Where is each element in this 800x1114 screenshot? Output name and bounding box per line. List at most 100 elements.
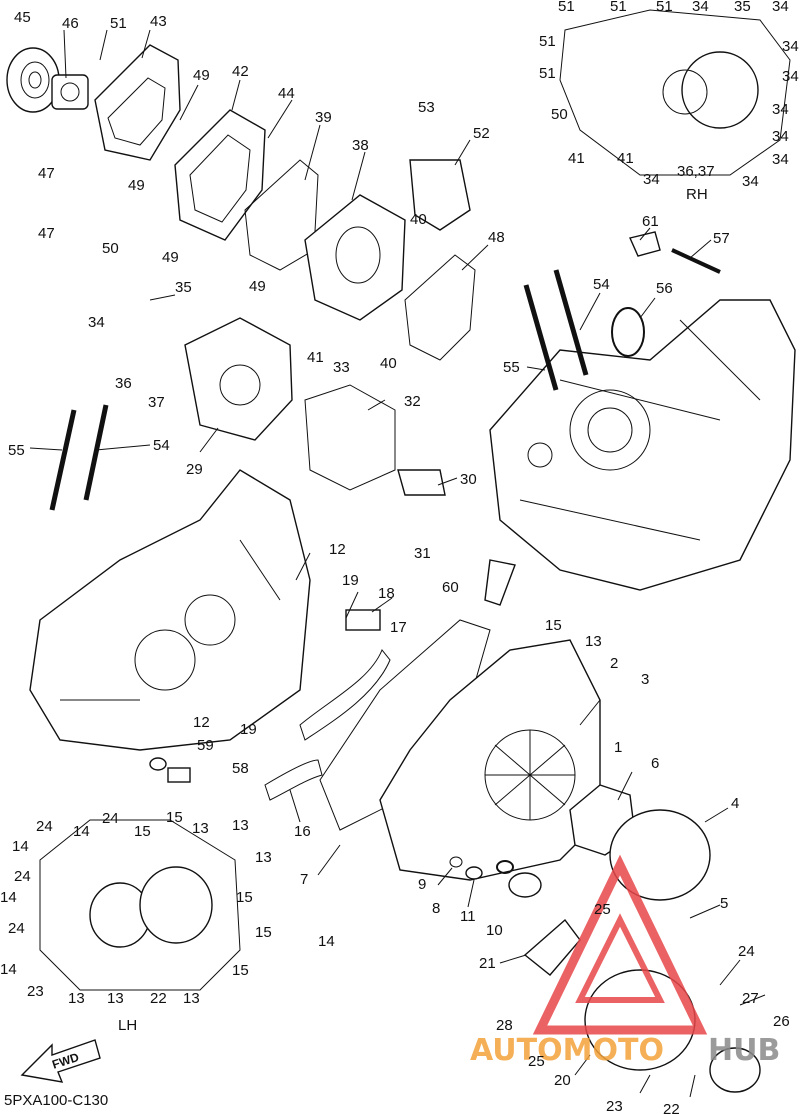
callout-c35a: 35	[175, 279, 192, 296]
callout-c24a: 24	[738, 943, 755, 960]
callout-c55b: 55	[503, 359, 520, 376]
callout-c54a: 54	[153, 437, 170, 454]
callout-c46: 46	[62, 15, 79, 32]
callout-c40b: 40	[380, 355, 397, 372]
callout-lh24b: 24	[102, 810, 119, 827]
callout-c55a: 55	[8, 442, 25, 459]
callout-c32: 32	[404, 393, 421, 410]
part-43-cover	[94, 44, 181, 161]
callout-c17: 17	[390, 619, 407, 636]
callout-lh23: 23	[27, 983, 44, 1000]
callout-c49b: 49	[128, 177, 145, 194]
callout-lh13d: 13	[68, 990, 85, 1007]
callout-c60: 60	[442, 579, 459, 596]
fwd-arrow-icon: FWD	[20, 1039, 101, 1083]
callout-c19a: 19	[342, 572, 359, 589]
callout-lh15c: 15	[236, 889, 253, 906]
callout-rh51a: 51	[558, 0, 575, 15]
callout-c20: 20	[554, 1072, 571, 1089]
callout-c38: 38	[352, 137, 369, 154]
part-42-head-cover	[174, 109, 266, 241]
callout-c15a: 15	[545, 617, 562, 634]
callout-rh51e: 51	[539, 65, 556, 82]
callout-c42: 42	[232, 63, 249, 80]
callout-c28: 28	[496, 1017, 513, 1034]
part-30-plate	[397, 469, 446, 496]
watermark: AUTOMOTO HUB	[470, 854, 780, 1068]
callout-rh50: 50	[551, 106, 568, 123]
callout-c48: 48	[488, 229, 505, 246]
watermark-text-automoto: AUTOMOTO	[470, 1033, 664, 1068]
diagram-code: 5PXA100-C130	[4, 1092, 108, 1109]
callout-c57: 57	[713, 230, 730, 247]
callout-c47a: 47	[38, 165, 55, 182]
part-52-bracket	[409, 159, 471, 231]
callout-rh34b: 34	[772, 0, 789, 15]
callout-rh34c: 34	[782, 38, 799, 55]
callout-lh15d: 15	[255, 924, 272, 941]
rh-label: RH	[686, 186, 708, 203]
callout-c9: 9	[418, 876, 426, 893]
callout-c50a: 50	[102, 240, 119, 257]
part-48-gasket	[404, 254, 476, 361]
callout-c3: 3	[641, 671, 649, 688]
callout-c37: 37	[148, 394, 165, 411]
part-54-55-studs-right	[523, 269, 589, 391]
callout-rh34h: 34	[742, 173, 759, 190]
part-9-washer	[449, 856, 463, 868]
callout-c40a: 40	[410, 211, 427, 228]
lh-inset-drawing	[39, 819, 241, 991]
callout-c54b: 54	[593, 276, 610, 293]
callout-c26: 26	[773, 1013, 790, 1030]
part-17-guide	[299, 649, 391, 741]
callout-lh13c: 13	[255, 849, 272, 866]
callout-rh3637: 36,37	[677, 163, 715, 180]
callout-lh14c: 14	[0, 889, 17, 906]
callout-c30: 30	[460, 471, 477, 488]
callout-lh13a: 13	[192, 820, 209, 837]
callout-rh34g: 34	[643, 171, 660, 188]
part-58-plug	[167, 767, 191, 783]
callout-c5: 5	[720, 895, 728, 912]
callout-c12b: 12	[193, 714, 210, 731]
callout-c8: 8	[432, 900, 440, 917]
part-11-o-ring	[496, 860, 514, 874]
callout-rh51d: 51	[539, 33, 556, 50]
callout-c2: 2	[610, 655, 618, 672]
part-54-55-studs-left	[49, 404, 109, 511]
callout-lh15b: 15	[166, 809, 183, 826]
leader-lines	[29, 29, 766, 1098]
callout-lh14b: 14	[12, 838, 29, 855]
callout-c49a: 49	[193, 67, 210, 84]
callout-c58: 58	[232, 760, 249, 777]
part-4-disc-cover	[609, 809, 711, 901]
callout-c29: 29	[186, 461, 203, 478]
callout-c11: 11	[460, 908, 476, 925]
callout-c19b: 19	[240, 721, 257, 738]
part-59-washer	[149, 757, 167, 771]
callout-rh41b: 41	[617, 150, 634, 167]
part-16-guide	[264, 759, 323, 801]
callout-c49c: 49	[162, 249, 179, 266]
part-8-plug	[465, 866, 483, 880]
part-7-gasket	[319, 619, 491, 831]
callout-c47b: 47	[38, 225, 55, 242]
callout-lh13e: 13	[183, 990, 200, 1007]
part-18-plate	[345, 609, 381, 631]
callout-c12a: 12	[329, 541, 346, 558]
callout-c52: 52	[473, 125, 490, 142]
callout-c1: 1	[614, 739, 622, 756]
callout-c25b: 25	[528, 1053, 545, 1070]
callout-c51a: 51	[110, 15, 127, 32]
callout-c6: 6	[651, 755, 659, 772]
callout-c44: 44	[278, 85, 295, 102]
callout-rh35: 35	[734, 0, 751, 15]
callout-c10: 10	[486, 922, 503, 939]
callout-lh14a: 14	[73, 823, 90, 840]
callout-c61: 61	[642, 213, 659, 230]
callout-rh34d: 34	[782, 68, 799, 85]
callout-rh34a: 34	[692, 0, 709, 15]
callout-c43: 43	[150, 13, 167, 30]
